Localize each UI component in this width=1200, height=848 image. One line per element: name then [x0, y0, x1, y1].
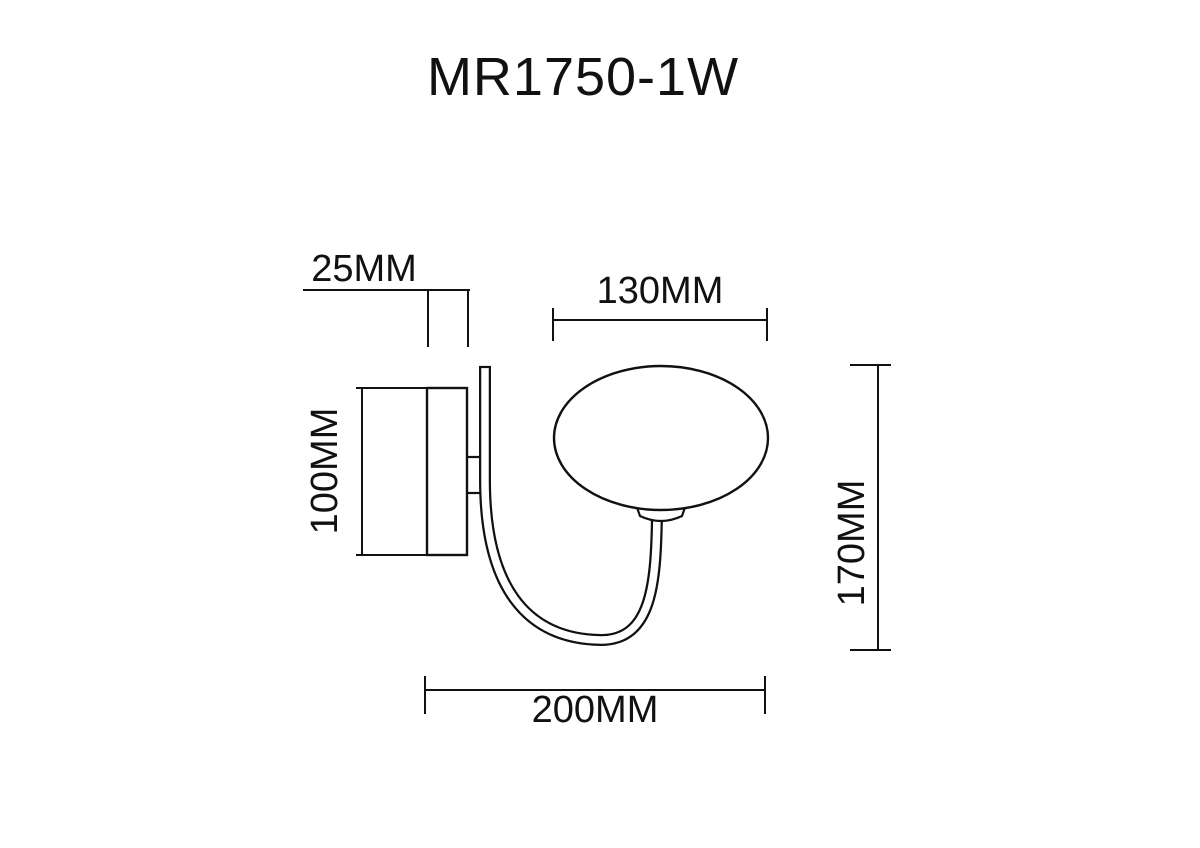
dimension-25mm: 25MM: [303, 248, 470, 347]
dimension-170mm-label: 170MM: [831, 480, 873, 607]
dimension-100mm: 100MM: [304, 387, 427, 556]
dimension-100mm-label: 100MM: [304, 408, 346, 535]
wall-plate: [425, 386, 469, 557]
lamp-arm-inner: [481, 367, 661, 644]
dimension-130mm-label: 130MM: [597, 270, 724, 312]
dimension-200mm-label: 200MM: [532, 689, 659, 731]
dimension-170mm: 170MM: [831, 364, 891, 651]
glass-shade: [552, 364, 770, 512]
dimension-130mm: 130MM: [552, 270, 768, 341]
drawing-title: MR1750-1W: [427, 47, 739, 107]
dimension-25mm-label: 25MM: [311, 248, 417, 290]
dimension-200mm: 200MM: [424, 676, 766, 731]
